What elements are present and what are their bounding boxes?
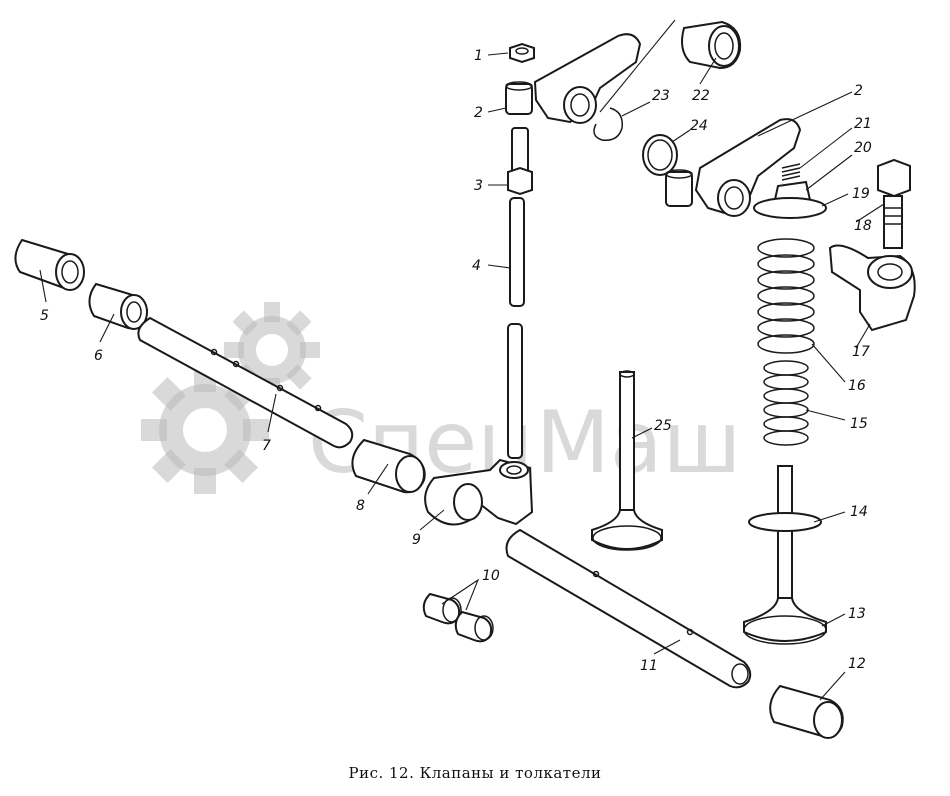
- callout-18: 18: [854, 218, 872, 234]
- part-bushing-left: [88, 282, 148, 330]
- part-small-spring: [781, 163, 801, 181]
- part-rocker-arm-upper: [505, 33, 642, 124]
- part-lever: [424, 458, 534, 526]
- part-outer-spring: [757, 238, 815, 354]
- callout-3: 3: [474, 178, 483, 194]
- part-valve-right: [743, 465, 827, 645]
- part-adjusting-screw: [507, 127, 533, 196]
- callout-22: 22: [692, 88, 710, 104]
- callout-16: 16: [848, 378, 866, 394]
- callout-11: 11: [640, 658, 658, 674]
- callout-12: 12: [848, 656, 866, 672]
- part-push-rod: [507, 197, 525, 459]
- part-valve-center: [591, 370, 663, 551]
- part-bushing-rocker: [681, 20, 742, 70]
- callout-2-lower: 2: [854, 83, 863, 99]
- callout-5: 5: [40, 308, 49, 324]
- callout-21: 21: [854, 116, 872, 132]
- callout-17: 17: [852, 344, 870, 360]
- callout-labels: 1 2 2 3 4 5 6 7 8 9 10 11 12 13 14 15 16…: [40, 48, 872, 674]
- callout-10: 10: [482, 568, 500, 584]
- part-bushing-pair: [422, 592, 494, 643]
- callout-25: 25: [654, 418, 672, 434]
- part-sleeve-right: [769, 684, 844, 739]
- part-banjo-fitting: [828, 244, 916, 332]
- part-lever-shaft: [505, 528, 752, 689]
- callout-19: 19: [852, 186, 870, 202]
- leader-lines: [39, 19, 885, 701]
- callout-8: 8: [356, 498, 365, 514]
- part-spring-plate: [753, 197, 827, 219]
- callout-24: 24: [690, 118, 708, 134]
- part-bolt: [877, 158, 911, 249]
- part-sleeve-left: [14, 238, 85, 291]
- parts: [14, 20, 916, 739]
- watermark: СпецМаш: [141, 302, 741, 494]
- part-snap-ring: [593, 107, 623, 141]
- callout-6: 6: [94, 348, 103, 364]
- part-bushing-middle: [351, 438, 426, 494]
- callout-4: 4: [472, 258, 481, 274]
- callout-23: 23: [652, 88, 670, 104]
- part-nut: [509, 42, 535, 64]
- callout-13: 13: [848, 606, 866, 622]
- callout-1: 1: [474, 48, 483, 64]
- callout-15: 15: [850, 416, 868, 432]
- part-inner-spring: [763, 360, 809, 446]
- callout-7: 7: [262, 438, 271, 454]
- callout-9: 9: [412, 532, 421, 548]
- part-rocker-arm-lower: [665, 118, 802, 217]
- part-rocker-shaft: [137, 316, 354, 449]
- callout-14: 14: [850, 504, 868, 520]
- watermark-gear-large-icon: [141, 366, 269, 494]
- callout-2-upper: 2: [474, 105, 483, 121]
- figure-caption: Рис. 12. Клапаны и толкатели: [348, 764, 602, 782]
- callout-20: 20: [854, 140, 872, 156]
